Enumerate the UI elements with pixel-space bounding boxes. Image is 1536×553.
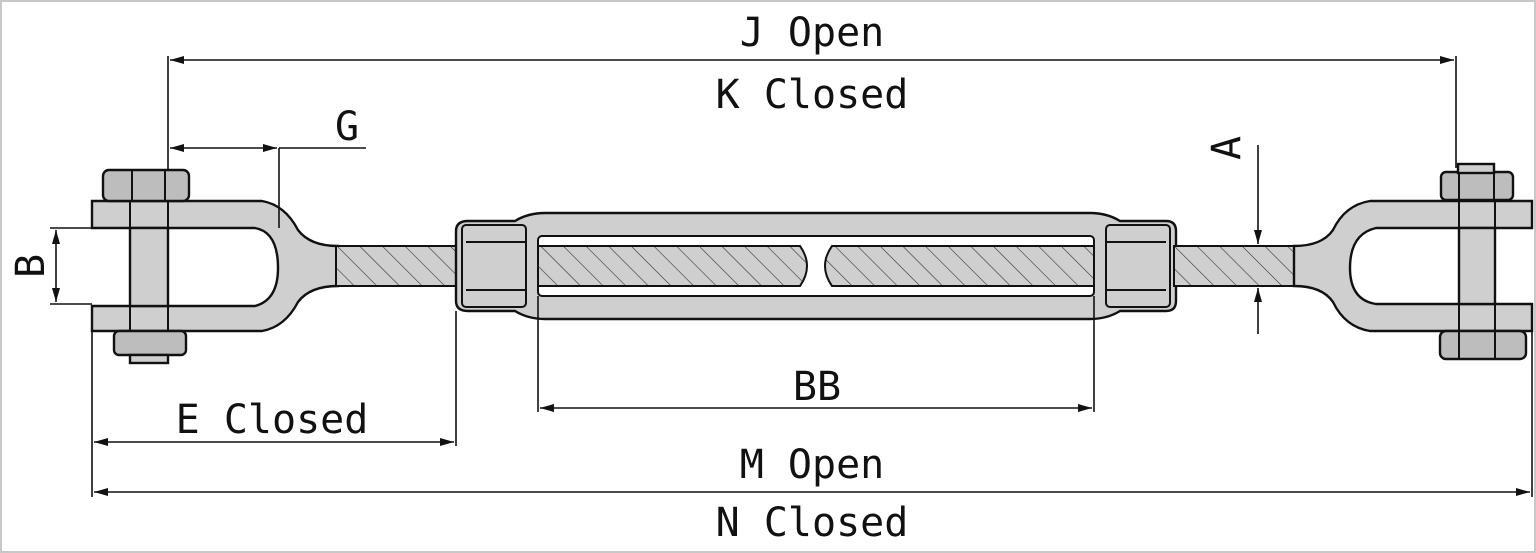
label-e-closed: E Closed — [176, 397, 369, 443]
inner-rod-right — [824, 245, 1095, 287]
left-pin-nut — [112, 329, 188, 357]
label-a: A — [1204, 136, 1250, 160]
turnbuckle-body — [454, 211, 1178, 321]
right-pin-head — [1438, 329, 1528, 361]
right-pin-nut — [1439, 170, 1515, 202]
label-bb: BB — [793, 364, 841, 410]
left-pin-tip — [128, 353, 170, 365]
right-pin-shank — [1457, 226, 1497, 306]
left-pin-head — [101, 168, 191, 203]
dimension-b — [50, 227, 92, 305]
right-threaded-rod — [1173, 245, 1297, 287]
left-pin-shank — [128, 226, 170, 308]
label-k-closed: K Closed — [716, 72, 909, 118]
dimension-e — [91, 311, 457, 497]
label-n-closed: N Closed — [716, 500, 909, 546]
dimension-j-k — [167, 56, 1457, 170]
dimension-m-n — [94, 331, 1533, 497]
dimension-bb — [537, 296, 1095, 412]
inner-rod-left — [537, 245, 808, 287]
label-g: G — [335, 104, 359, 150]
right-jaw — [1292, 162, 1534, 361]
label-j-open: J Open — [740, 10, 885, 56]
label-b: B — [8, 254, 54, 278]
dimension-g — [170, 144, 366, 228]
left-jaw — [90, 168, 340, 365]
label-m-open: M Open — [740, 442, 885, 488]
right-pin-tip — [1456, 162, 1496, 175]
left-threaded-rod — [335, 245, 459, 287]
